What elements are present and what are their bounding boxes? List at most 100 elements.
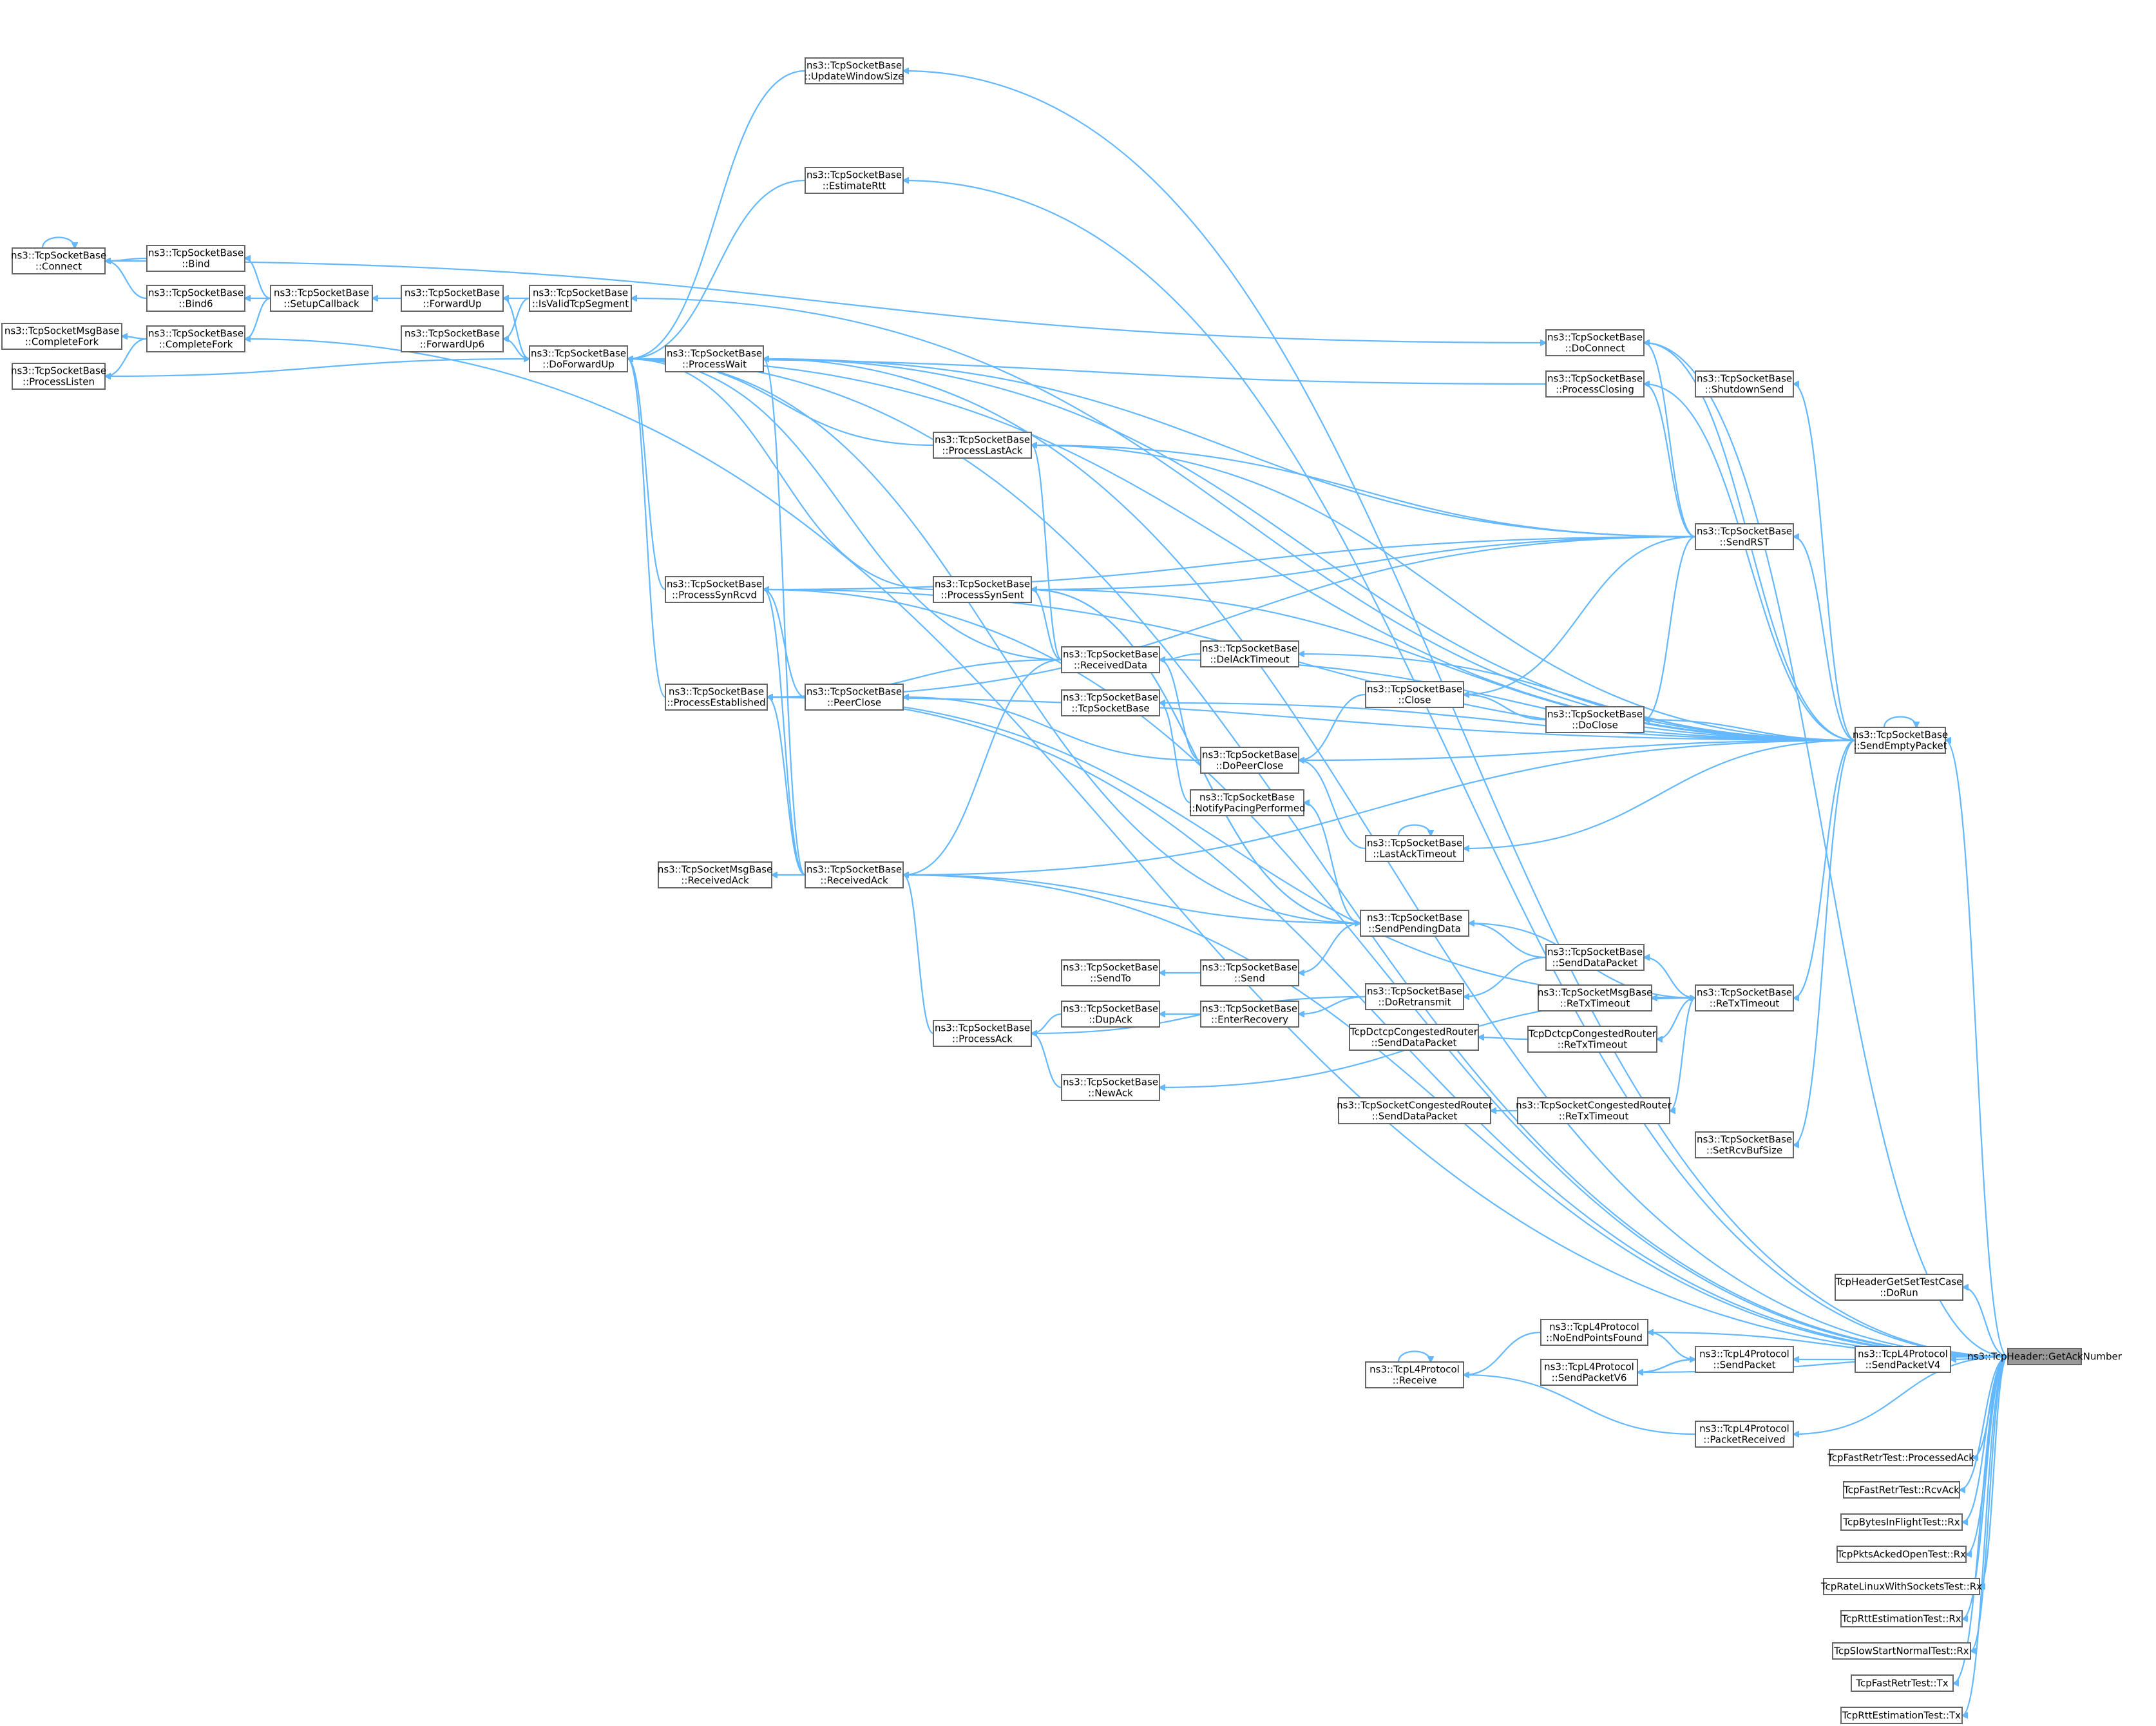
- node-receivedData[interactable]: ns3::TcpSocketBase::ReceivedData: [1061, 646, 1160, 673]
- edge-l4Receive-l4Receive: [1397, 1350, 1431, 1363]
- node-label: ::DoConnect: [1565, 343, 1625, 354]
- node-delAckTimeout[interactable]: ns3::TcpSocketBase::DelAckTimeout: [1200, 640, 1299, 667]
- node-label: ns3::TcpSocketBase: [148, 287, 243, 299]
- node-bind[interactable]: ns3::TcpSocketBase::Bind: [146, 245, 245, 272]
- node-box: [1200, 1001, 1299, 1028]
- node-sendPendingData[interactable]: ns3::TcpSocketBase::SendPendingData: [1360, 910, 1469, 937]
- node-box: [1190, 789, 1304, 816]
- node-sendRST[interactable]: ns3::TcpSocketBase::SendRST: [1695, 523, 1794, 550]
- edge-doForwardUp-updateWindowSize: [627, 70, 806, 359]
- node-doRetransmit[interactable]: ns3::TcpSocketBase::DoRetransmit: [1365, 983, 1464, 1010]
- node-packetReceived[interactable]: ns3::TcpL4Protocol::PacketReceived: [1695, 1421, 1794, 1448]
- node-t3[interactable]: TcpBytesInFlightTest::Rx: [1840, 1513, 1963, 1531]
- node-processEstablished[interactable]: ns3::TcpSocketBase::ProcessEstablished: [665, 684, 768, 711]
- node-label: TcpRttEstimationTest::Rx: [1841, 1613, 1961, 1625]
- node-lastAckTimeout[interactable]: ns3::TcpSocketBase::LastAckTimeout: [1365, 835, 1464, 862]
- node-bind6[interactable]: ns3::TcpSocketBase::Bind6: [146, 285, 245, 312]
- node-label: ns3::TcpSocketBase: [1697, 1134, 1792, 1146]
- node-notifyPacing[interactable]: ns3::TcpSocketBase::NotifyPacingPerforme…: [1188, 789, 1306, 816]
- node-headerTest[interactable]: TcpHeaderGetSetTestCase::DoRun: [1835, 1274, 1963, 1301]
- node-label: ::SendEmptyPacket: [1853, 740, 1947, 752]
- node-setupCallback[interactable]: ns3::TcpSocketBase::SetupCallback: [270, 285, 373, 312]
- node-box: [1200, 640, 1299, 667]
- node-forwardUp6[interactable]: ns3::TcpSocketBase::ForwardUp6: [401, 325, 504, 352]
- node-sendDataPacket[interactable]: ns3::TcpSocketBase::SendDataPacket: [1545, 944, 1645, 971]
- node-newAck[interactable]: ns3::TcpSocketBase::NewAck: [1061, 1074, 1160, 1101]
- edge-sendPendingData-doForwardUp: [627, 358, 1360, 923]
- node-enterRecovery[interactable]: ns3::TcpSocketBase::EnterRecovery: [1200, 1001, 1299, 1028]
- node-label: ::ShutdownSend: [1705, 384, 1784, 396]
- node-processSynSent[interactable]: ns3::TcpSocketBase::ProcessSynSent: [933, 576, 1032, 603]
- node-box: [1840, 1513, 1963, 1531]
- node-close[interactable]: ns3::TcpSocketBase::Close: [1365, 681, 1464, 708]
- node-congSendData[interactable]: ns3::TcpSocketCongestedRouter::SendDataP…: [1337, 1097, 1493, 1124]
- node-processListen[interactable]: ns3::TcpSocketBase::ProcessListen: [11, 363, 106, 390]
- node-sendPacketV6[interactable]: ns3::TcpL4Protocol::SendPacketV6: [1540, 1359, 1638, 1386]
- node-sendEmptyPacket[interactable]: ns3::TcpSocketBase::SendEmptyPacket: [1853, 727, 1948, 754]
- node-box: [1061, 959, 1160, 986]
- node-label: ::ReTxTimeout: [1560, 998, 1630, 1010]
- node-box: [665, 576, 764, 603]
- node-msgCompleteFork[interactable]: ns3::TcpSocketMsgBase::CompleteFork: [1, 323, 122, 350]
- node-forwardUp[interactable]: ns3::TcpSocketBase::ForwardUp: [401, 285, 504, 312]
- edge-close-sendRST: [1464, 535, 1696, 695]
- node-completeFork[interactable]: ns3::TcpSocketBase::CompleteFork: [146, 325, 245, 352]
- node-processLastAck[interactable]: ns3::TcpSocketBase::ProcessLastAck: [933, 432, 1032, 459]
- node-box: [665, 684, 768, 711]
- node-processAck[interactable]: ns3::TcpSocketBase::ProcessAck: [933, 1020, 1032, 1047]
- node-processClosing[interactable]: ns3::TcpSocketBase::ProcessClosing: [1545, 370, 1645, 398]
- node-shutdownSend[interactable]: ns3::TcpSocketBase::ShutdownSend: [1695, 370, 1794, 398]
- node-msgReTxTimeout[interactable]: ns3::TcpSocketMsgBase::ReTxTimeout: [1538, 984, 1652, 1012]
- node-doConnect[interactable]: ns3::TcpSocketBase::DoConnect: [1545, 329, 1645, 356]
- node-peerClose[interactable]: ns3::TcpSocketBase::PeerClose: [805, 684, 904, 711]
- node-processWait[interactable]: ns3::TcpSocketBase::ProcessWait: [665, 345, 764, 372]
- node-l4Receive[interactable]: ns3::TcpL4Protocol::Receive: [1365, 1361, 1464, 1388]
- node-label: ::ForwardUp: [423, 298, 482, 310]
- node-dctcpReTx[interactable]: TcpDctcpCongestedRouter::ReTxTimeout: [1527, 1026, 1657, 1053]
- edge-sendEmptyPacket-sendEmptyPacket: [1883, 716, 1916, 728]
- node-t4[interactable]: TcpPktsAckedOpenTest::Rx: [1836, 1546, 1967, 1563]
- node-noEndPoints[interactable]: ns3::TcpL4Protocol::NoEndPointsFound: [1540, 1319, 1648, 1346]
- node-t5[interactable]: TcpRateLinuxWithSocketsTest::Rx: [1820, 1578, 1982, 1595]
- node-label: ::ProcessLastAck: [942, 445, 1022, 457]
- node-msgReceivedAck[interactable]: ns3::TcpSocketMsgBase::ReceivedAck: [658, 861, 772, 888]
- node-label: ns3::TcpSocketBase: [274, 287, 369, 299]
- edge-isValidTcpSegment-sendEmptyPacket: [631, 298, 1856, 742]
- node-reTxTimeout[interactable]: ns3::TcpSocketBase::ReTxTimeout: [1695, 984, 1794, 1012]
- node-label: ::SendPacket: [1713, 1359, 1776, 1371]
- node-t7[interactable]: TcpSlowStartNormalTest::Rx: [1832, 1642, 1971, 1660]
- node-doClose[interactable]: ns3::TcpSocketBase::DoClose: [1545, 706, 1645, 733]
- node-t1[interactable]: TcpFastRetrTest::ProcessedAck: [1827, 1449, 1974, 1466]
- edge-doConnect-connect: [104, 260, 1546, 343]
- node-receivedAck[interactable]: ns3::TcpSocketBase::ReceivedAck: [805, 861, 904, 888]
- node-connect[interactable]: ns3::TcpSocketBase::Connect: [11, 247, 106, 274]
- node-label: ::ReceivedAck: [681, 875, 749, 887]
- node-label: ::ReTxTimeout: [1559, 1111, 1629, 1122]
- node-dupAck[interactable]: ns3::TcpSocketBase::DupAck: [1061, 1001, 1160, 1028]
- node-tcpSocketBase[interactable]: ns3::TcpSocketBase::TcpSocketBase: [1061, 689, 1160, 716]
- node-root[interactable]: ns3::TcpHeader::GetAckNumber: [1967, 1348, 2123, 1365]
- node-t9[interactable]: TcpRttEstimationTest::Tx: [1840, 1707, 1963, 1724]
- node-t8[interactable]: TcpFastRetrTest::Tx: [1851, 1674, 1954, 1692]
- node-box: [1840, 1610, 1963, 1627]
- node-t2[interactable]: TcpFastRetrTest::RcvAck: [1843, 1481, 1960, 1499]
- node-sendTo[interactable]: ns3::TcpSocketBase::SendTo: [1061, 959, 1160, 986]
- node-label: ns3::TcpSocketBase: [148, 247, 243, 259]
- node-processSynRcvd[interactable]: ns3::TcpSocketBase::ProcessSynRcvd: [665, 576, 764, 603]
- node-label: ::Close: [1398, 695, 1431, 706]
- node-l4SendPacket[interactable]: ns3::TcpL4Protocol::SendPacket: [1695, 1346, 1794, 1373]
- node-send[interactable]: ns3::TcpSocketBase::Send: [1200, 959, 1299, 986]
- node-dctcpSendData[interactable]: TcpDctcpCongestedRouter::SendDataPacket: [1349, 1024, 1479, 1051]
- node-setRcvBufSize[interactable]: ns3::TcpSocketBase::SetRcvBufSize: [1695, 1131, 1794, 1158]
- node-label: ::ProcessWait: [682, 359, 747, 370]
- node-box: [1836, 1546, 1967, 1563]
- node-isValidTcpSegment[interactable]: ns3::TcpSocketBase::IsValidTcpSegment: [529, 285, 632, 312]
- node-doForwardUp[interactable]: ns3::TcpSocketBase::DoForwardUp: [529, 345, 628, 372]
- node-doPeerClose[interactable]: ns3::TcpSocketBase::DoPeerClose: [1200, 747, 1299, 774]
- node-t6[interactable]: TcpRttEstimationTest::Rx: [1840, 1610, 1963, 1627]
- node-congReTx[interactable]: ns3::TcpSocketCongestedRouter::ReTxTimeo…: [1516, 1097, 1672, 1124]
- node-sendPacketV4[interactable]: ns3::TcpL4Protocol::SendPacketV4: [1855, 1346, 1951, 1373]
- node-estimateRtt[interactable]: ns3::TcpSocketBase::EstimateRtt: [805, 167, 904, 194]
- node-label: ns3::TcpSocketBase: [11, 250, 106, 262]
- node-updateWindowSize[interactable]: ns3::TcpSocketBase::UpdateWindowSize: [805, 57, 904, 84]
